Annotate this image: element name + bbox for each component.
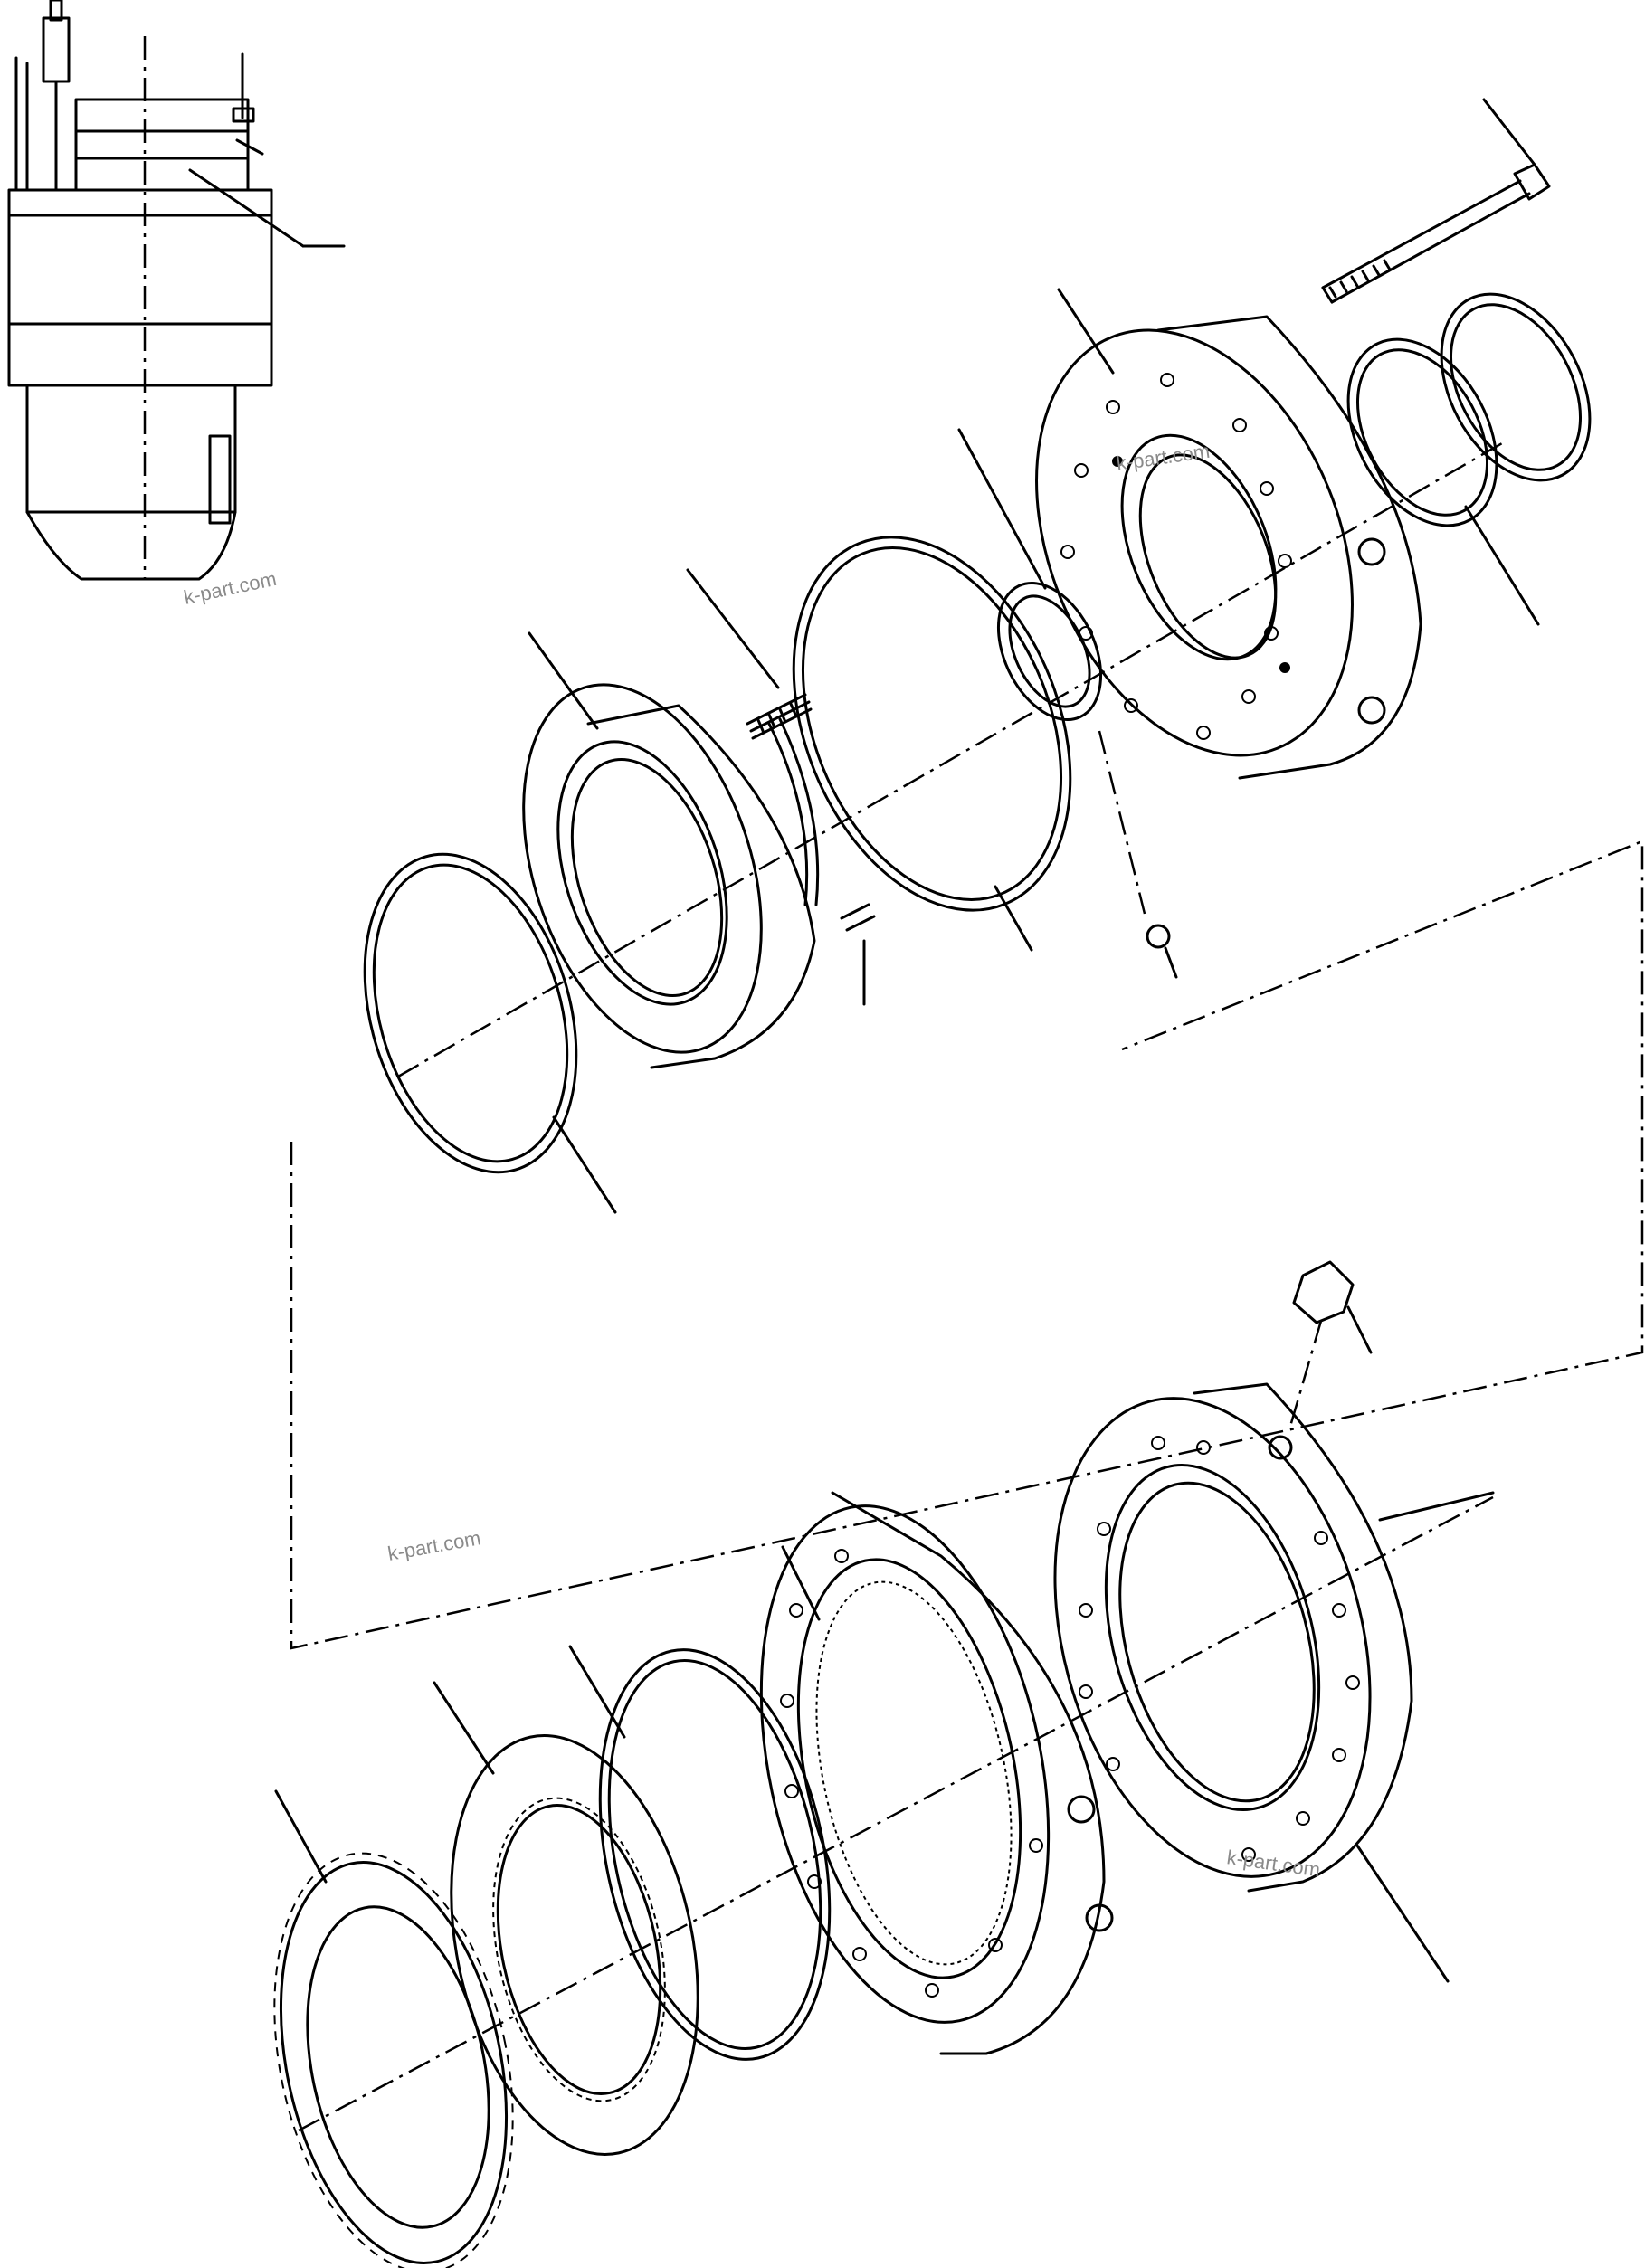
piston xyxy=(522,631,820,1069)
spring xyxy=(686,568,813,740)
flange-cover xyxy=(1035,288,1422,780)
watermark-inset: k-part.com xyxy=(182,567,279,609)
thin-ring xyxy=(568,1645,832,2061)
watermark-boundary: k-part.com xyxy=(386,1526,483,1565)
watermark-flange: k-part.com xyxy=(1115,440,1211,475)
ring-gear xyxy=(759,1491,1114,2055)
pin xyxy=(840,903,876,1006)
assembly-inset xyxy=(7,0,346,581)
friction-plate xyxy=(433,1681,699,2156)
bolt xyxy=(1321,98,1551,304)
o-ring xyxy=(363,852,617,1214)
lower-axis xyxy=(298,1495,1494,2132)
fitting-small xyxy=(1098,730,1178,979)
seal-rings xyxy=(1346,292,1592,626)
group-boundary xyxy=(290,840,1644,1650)
bushing xyxy=(957,428,1103,722)
upper-axis xyxy=(397,441,1503,1078)
separator-plate xyxy=(273,1789,514,2268)
housing-flange xyxy=(1053,1382,1495,1983)
nut-fitting xyxy=(1288,1260,1373,1430)
large-ring xyxy=(792,536,1072,952)
